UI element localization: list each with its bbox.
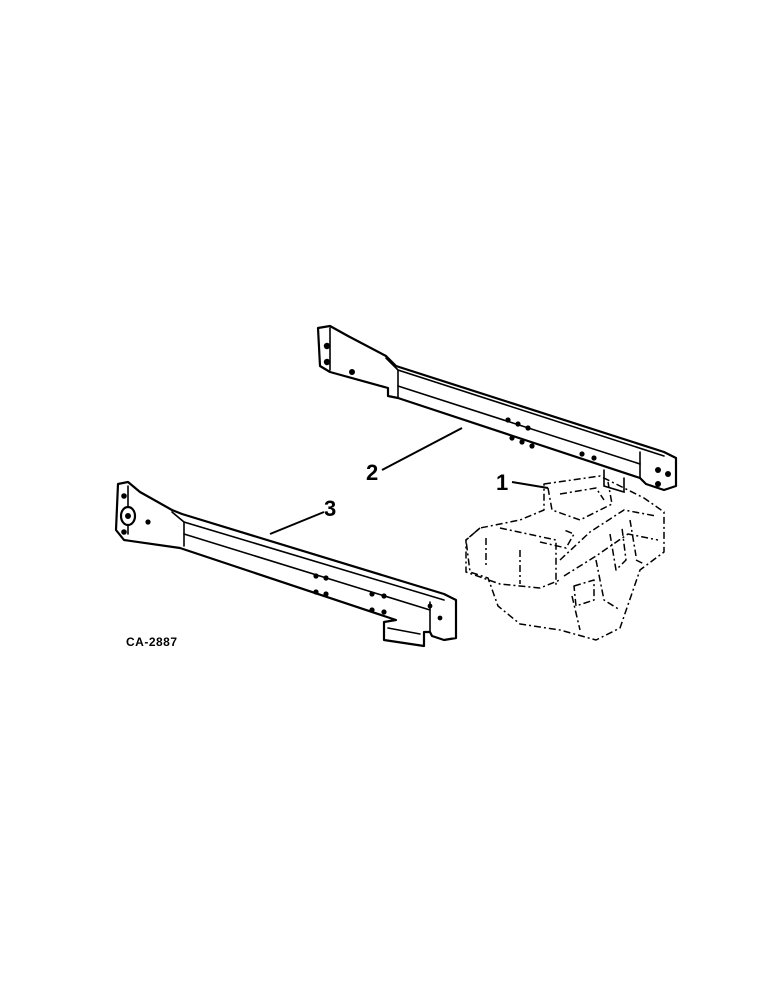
figure-code: CA-2887 <box>126 635 178 649</box>
frame-rail-2 <box>316 324 678 494</box>
leader-line-3 <box>269 511 325 535</box>
transmission-housing-1 <box>465 475 665 641</box>
callout-3: 3 <box>324 496 336 521</box>
leader-line-2 <box>381 427 463 471</box>
callout-2: 2 <box>366 460 378 485</box>
callout-1: 1 <box>496 470 508 495</box>
leader-line-1 <box>511 481 549 489</box>
frame-rail-3 <box>114 480 458 648</box>
